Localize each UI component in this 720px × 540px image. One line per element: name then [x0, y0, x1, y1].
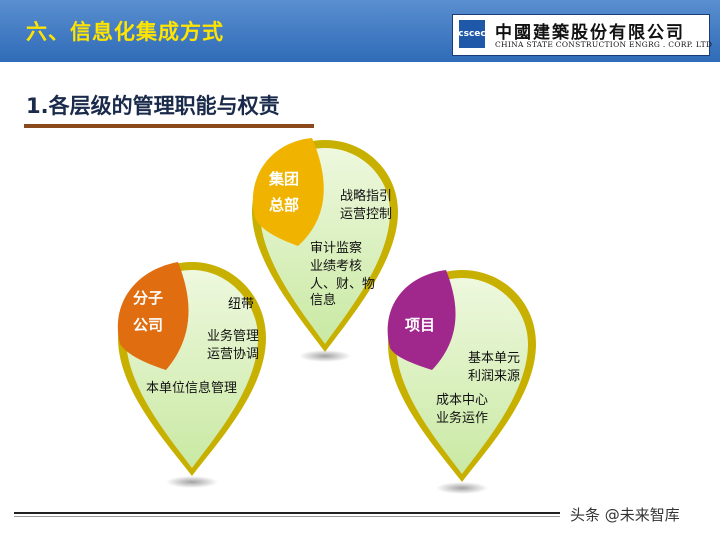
pin-title-badge	[117, 262, 189, 370]
section-underline	[24, 124, 314, 128]
logo-english-name: CHINA STATE CONSTRUCTION ENGRG . CORP. L…	[495, 40, 713, 49]
pin-text-line: 业务管理	[207, 328, 259, 344]
pin-text-line: 人、财、物	[310, 277, 375, 292]
pin-text-line: 成本中心	[436, 393, 488, 408]
pin-text-line: 业务运作	[436, 410, 488, 426]
pin-text-line: 审计监察	[310, 241, 362, 256]
pin-text-line: 利润来源	[468, 369, 520, 384]
pin-shadow	[299, 350, 351, 362]
pin-title-line: 总部	[269, 196, 299, 214]
section-title: 1.各层级的管理职能与权责	[26, 94, 280, 118]
pin-text-line: 运营控制	[340, 207, 392, 222]
page-title: 六、信息化集成方式	[26, 20, 224, 44]
pin-text-line: 基本单元	[468, 351, 520, 366]
pin-title-line: 项目	[405, 316, 435, 334]
pin-title-line: 公司	[133, 316, 163, 334]
pin-title-badge	[252, 138, 324, 246]
pin-shadow	[436, 482, 488, 494]
watermark: 头条 @未来智库	[570, 506, 680, 524]
pin-shadow	[166, 476, 218, 488]
logo-chinese-name: 中國建築股份有限公司	[495, 23, 685, 43]
pin-title-badge	[387, 270, 456, 370]
pin-text-line: 业绩考核	[310, 259, 362, 274]
pin-text-line: 纽带	[228, 297, 254, 312]
pin-group-headquarters: 集团 总部 战略指引 运营控制 审计监察 业绩考核 人、财、物 信息	[252, 138, 398, 362]
pin-branch-company: 分子 公司 纽带 业务管理 运营协调 本单位信息管理	[117, 262, 266, 488]
pin-text-line: 信息	[310, 292, 336, 308]
footer-divider	[14, 512, 560, 514]
pin-text-line: 战略指引	[340, 188, 392, 204]
company-logo: cscec 中國建築股份有限公司 CHINA STATE CONSTRUCTIO…	[452, 14, 713, 56]
pin-text-line: 运营协调	[207, 347, 259, 362]
pin-title-line: 分子	[133, 289, 163, 307]
footer-divider-thin	[14, 516, 560, 517]
pin-text-line: 本单位信息管理	[146, 380, 237, 396]
cscec-logo-icon: cscec	[458, 20, 486, 48]
pin-project: 项目 基本单元 利润来源 成本中心 业务运作	[387, 270, 536, 494]
pin-title-line: 集团	[268, 170, 299, 188]
